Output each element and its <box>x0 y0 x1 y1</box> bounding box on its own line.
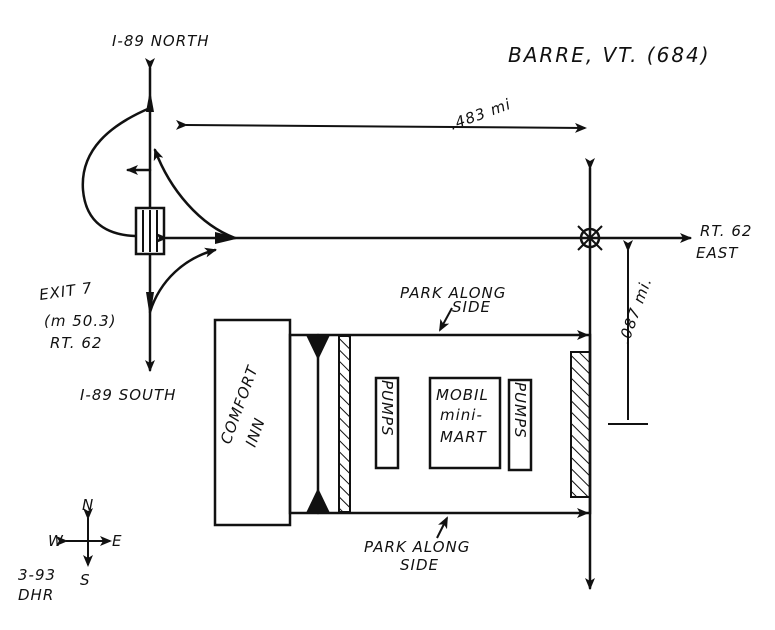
exit-label-line3: RT. 62 <box>50 334 102 352</box>
footer-date: 3-93 <box>18 566 56 584</box>
exit-label-line1: EXIT 7 <box>38 279 94 304</box>
mobil-mini-mart <box>428 376 502 470</box>
hatched-strip-right <box>570 351 591 498</box>
hatched-strip-left <box>338 335 351 513</box>
distance-arrow-horizontal <box>175 119 587 133</box>
ramp-loop <box>81 106 152 238</box>
i89-south-label: I-89 SOUTH <box>80 386 176 404</box>
compass-rose-icon <box>56 508 112 567</box>
route-label-line1: RT. 62 <box>700 222 752 240</box>
footer-initials: DHR <box>18 586 54 604</box>
pumps-label-right: PUMPS <box>511 382 529 439</box>
compass-s: S <box>80 571 91 589</box>
park-pointer-bottom <box>436 516 448 539</box>
exit-label-line2: (m 50.3) <box>44 312 116 330</box>
mart-label-line3: MART <box>440 428 488 446</box>
pumps-label-left: PUMPS <box>378 380 396 437</box>
mart-label-line1: MOBIL <box>436 386 489 404</box>
park-bottom-line1: PARK ALONG <box>364 538 470 556</box>
mart-label-line2: mini- <box>440 406 483 424</box>
compass-w: W <box>48 532 64 550</box>
distance-vertical-label: .087 mi. <box>615 275 656 347</box>
park-top-line2: SIDE <box>452 298 491 316</box>
compass-n: N <box>82 496 94 514</box>
pump-island-right <box>507 378 533 472</box>
map-title: BARRE, VT. (684) <box>508 43 711 67</box>
comfort-inn-building <box>213 318 292 527</box>
ramp-merge-nw <box>146 90 154 112</box>
park-bottom-line2: SIDE <box>400 556 439 574</box>
park-pointer-top <box>439 307 453 332</box>
compass-e: E <box>112 532 122 550</box>
pump-island-left <box>374 376 400 470</box>
i89-north-label: I-89 NORTH <box>112 32 210 50</box>
park-top-line1: PARK ALONG <box>400 284 506 302</box>
ramp-ne <box>153 148 237 240</box>
ramp-se <box>148 247 217 314</box>
route-label-line2: EAST <box>696 244 739 262</box>
traffic-light-icon <box>574 222 606 254</box>
ramp-merge-sw <box>146 292 154 318</box>
